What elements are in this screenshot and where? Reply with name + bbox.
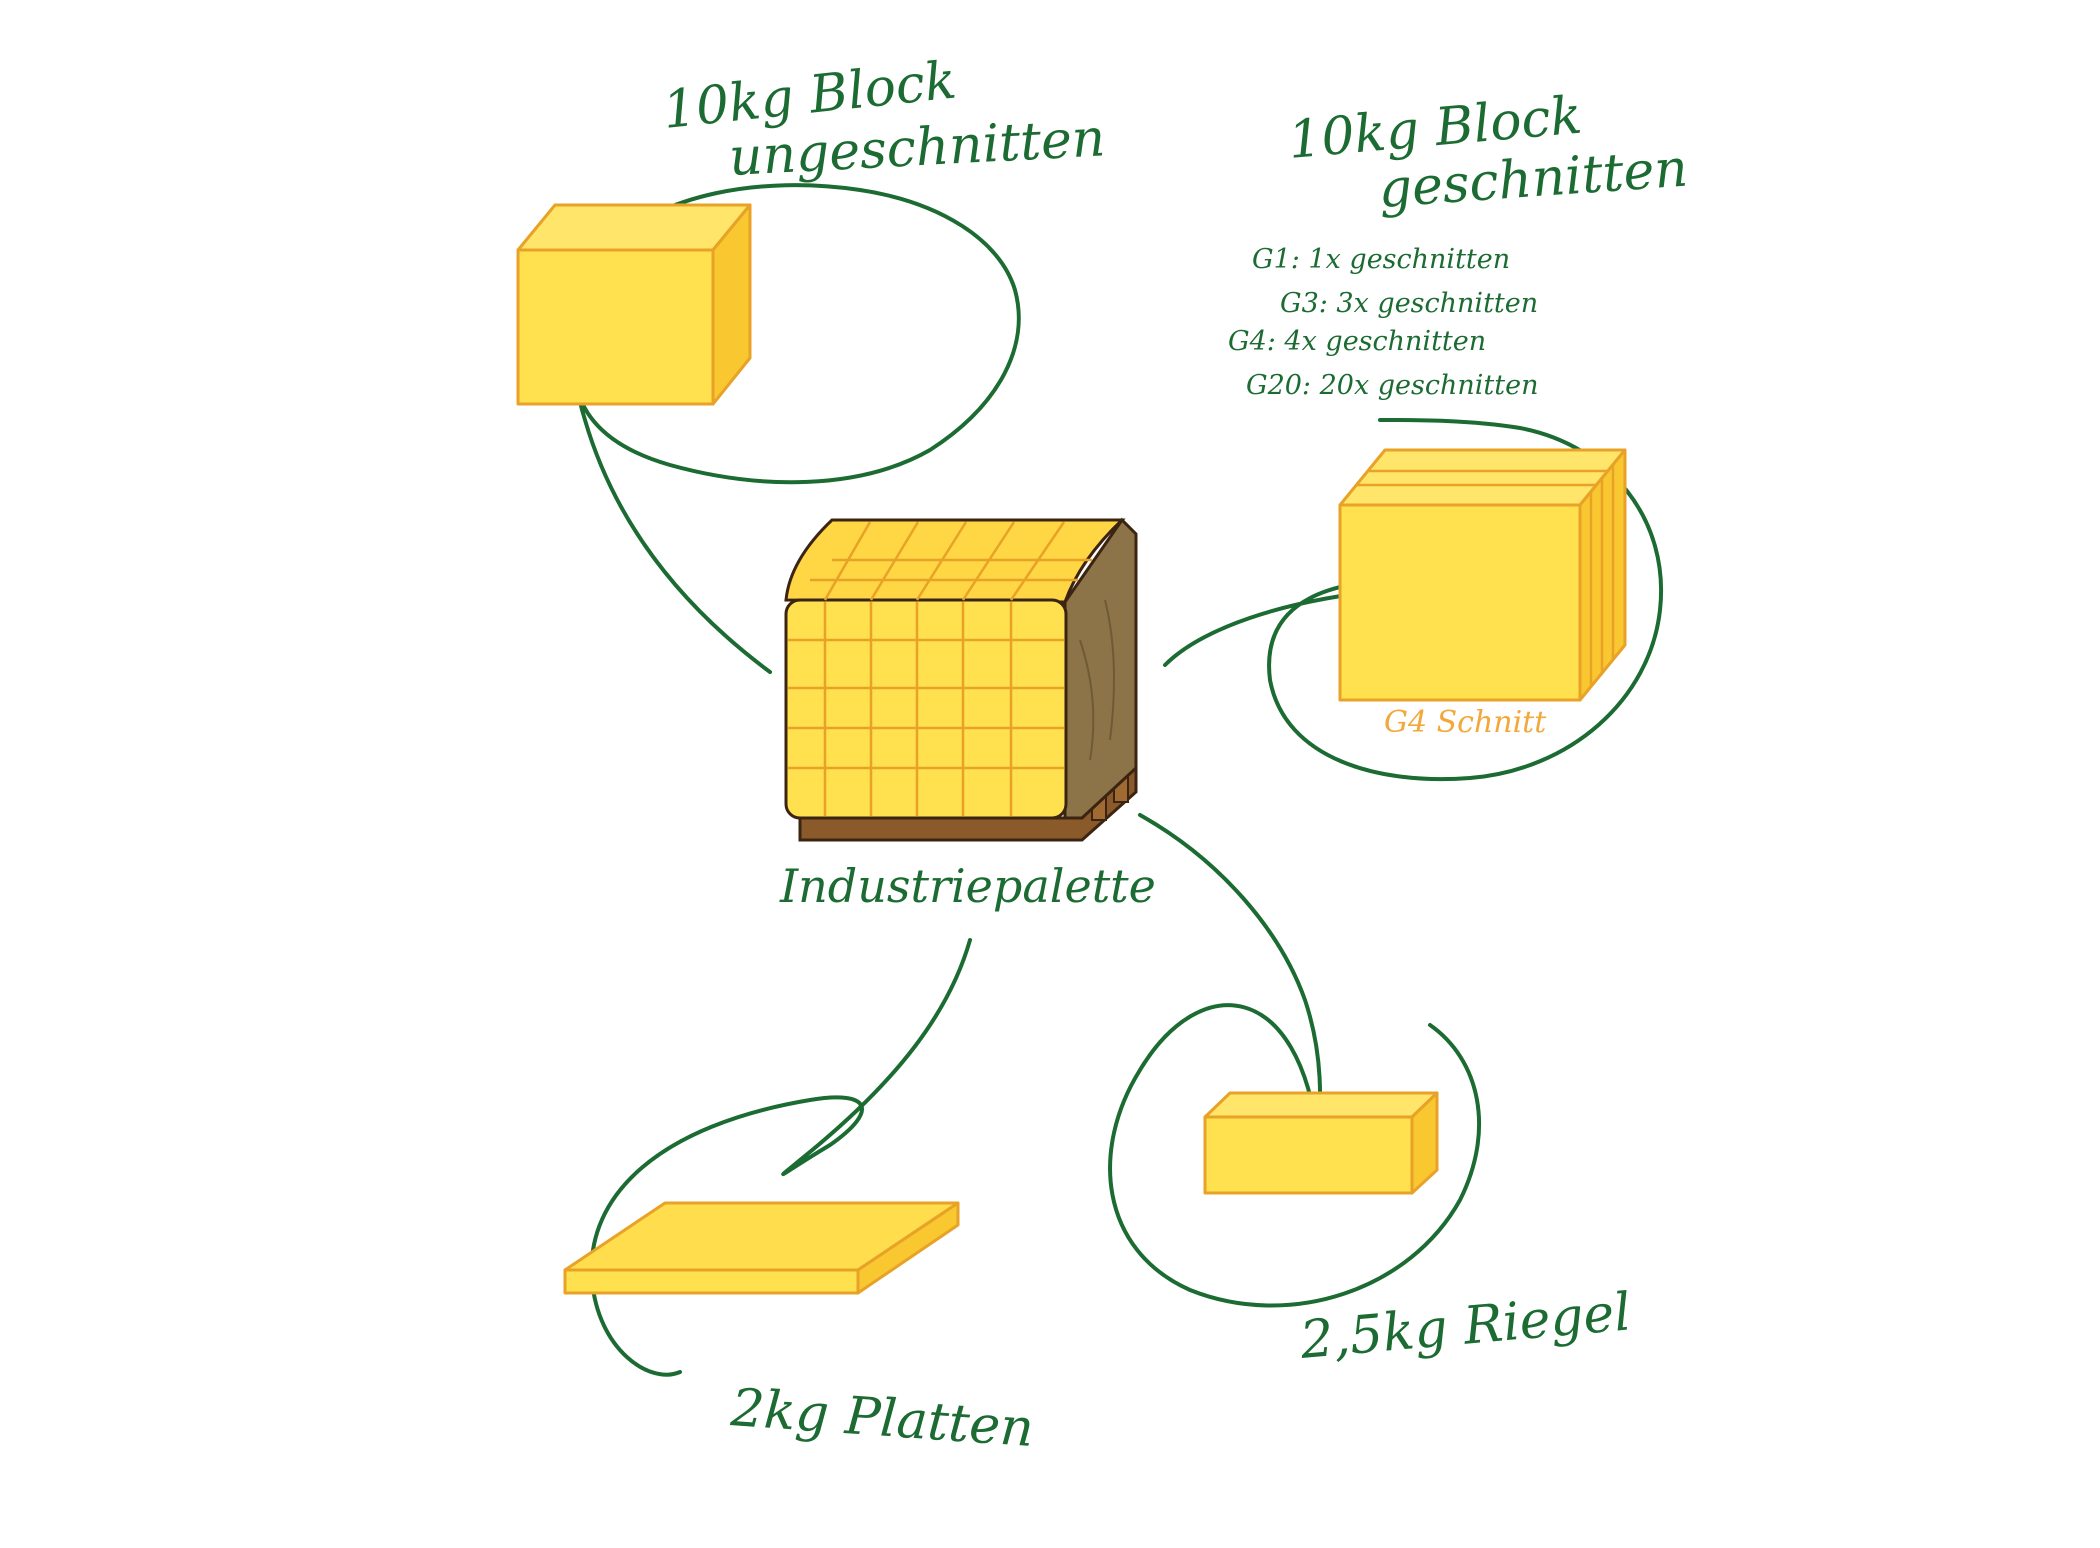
connector-riegel bbox=[1110, 815, 1479, 1306]
variant-g20: G20: 20x geschnitten bbox=[1246, 370, 1539, 401]
block-cut-illustration bbox=[1340, 450, 1625, 700]
g4-cut-caption: G4 Schnitt bbox=[1384, 705, 1547, 740]
industrial-pallet bbox=[786, 520, 1136, 840]
riegel-label: 2,5kg Riegel bbox=[1297, 1282, 1633, 1371]
block-uncut-illustration bbox=[518, 205, 750, 404]
pallet-front-face bbox=[786, 600, 1066, 818]
connector-platten bbox=[592, 940, 970, 1375]
variant-g3: G3: 3x geschnitten bbox=[1280, 288, 1538, 319]
platten-illustration bbox=[565, 1203, 958, 1293]
platten-label: 2kg Platten bbox=[728, 1378, 1036, 1459]
center-label: Industriepalette bbox=[779, 859, 1156, 913]
riegel-illustration bbox=[1205, 1093, 1437, 1193]
variant-g1: G1: 1x geschnitten bbox=[1252, 244, 1510, 275]
variant-g4: G4: 4x geschnitten bbox=[1228, 326, 1486, 357]
